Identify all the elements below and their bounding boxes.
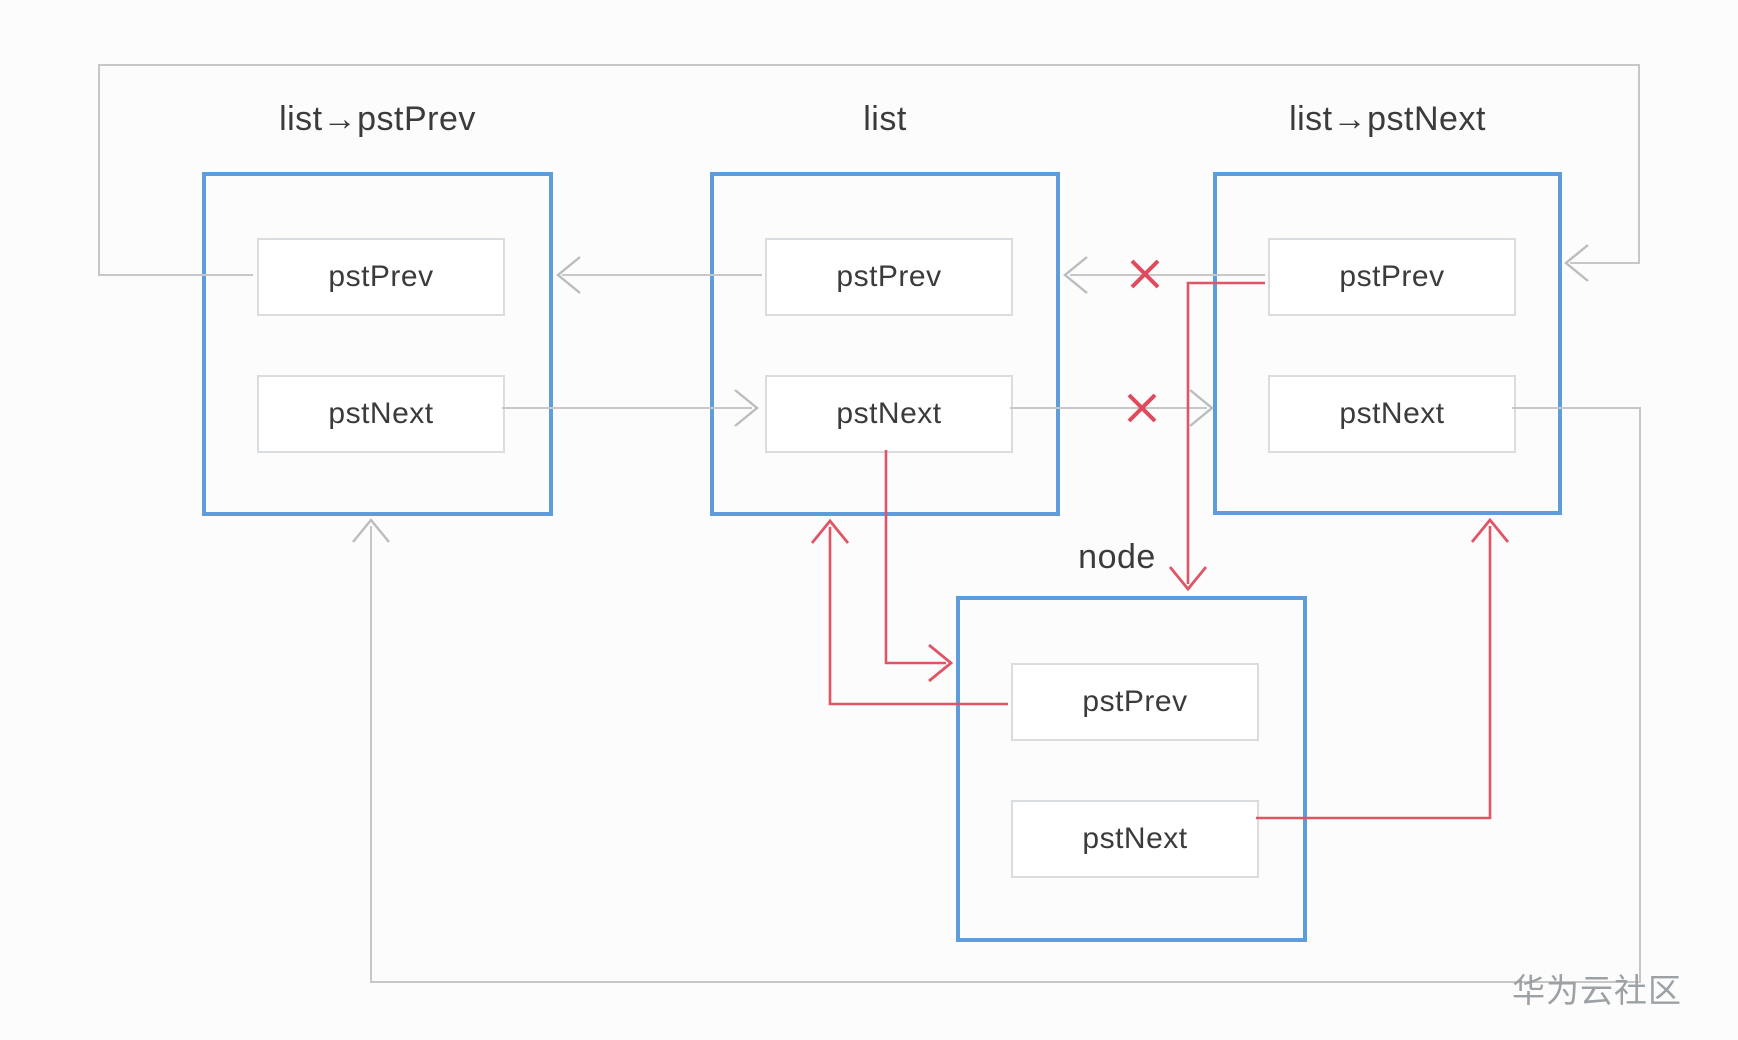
arrowhead-bottom-loop-up-icon: [352, 518, 390, 543]
field-label: pstPrev: [836, 260, 942, 293]
field-pstnext: pstNext: [765, 375, 1013, 453]
label-list: list: [863, 100, 907, 138]
field-pstprev: pstPrev: [1268, 238, 1516, 316]
field-label: pstNext: [328, 397, 434, 430]
field-pstprev: pstPrev: [1011, 663, 1259, 741]
arrowhead-right2-icon: [1189, 389, 1214, 427]
field-pstnext: pstNext: [1268, 375, 1516, 453]
label-list-pstprev: list→pstPrev: [279, 100, 476, 138]
field-pstnext: pstNext: [257, 375, 505, 453]
label-node: node: [1078, 538, 1156, 576]
arrowhead-red-right-icon: [928, 643, 954, 683]
arrowhead-red-up2-icon: [1470, 517, 1510, 543]
box-list: pstPrev pstNext: [710, 172, 1060, 516]
cross-mark-pstprev-icon: [1130, 259, 1160, 289]
box-node: pstPrev pstNext: [956, 596, 1307, 942]
watermark: 华为云社区: [1512, 971, 1682, 1010]
field-label: pstPrev: [1339, 260, 1445, 293]
arrowhead-left-icon: [556, 256, 581, 294]
arrowhead-top-loop-left-icon: [1564, 244, 1589, 282]
label-list-pstnext: list→pstNext: [1289, 100, 1486, 138]
cross-mark-pstnext-icon: [1127, 393, 1157, 423]
box-list-pstprev: pstPrev pstNext: [202, 172, 553, 516]
field-label: pstPrev: [1082, 685, 1188, 718]
field-label: pstNext: [836, 397, 942, 430]
field-pstnext: pstNext: [1011, 800, 1259, 878]
arrowhead-red-up-icon: [810, 518, 850, 544]
field-pstprev: pstPrev: [257, 238, 505, 316]
field-label: pstPrev: [328, 260, 434, 293]
field-label: pstNext: [1339, 397, 1445, 430]
field-label: pstNext: [1082, 822, 1188, 855]
arrowhead-left2-icon: [1063, 256, 1088, 294]
box-list-pstnext: pstPrev pstNext: [1213, 172, 1562, 515]
field-pstprev: pstPrev: [765, 238, 1013, 316]
